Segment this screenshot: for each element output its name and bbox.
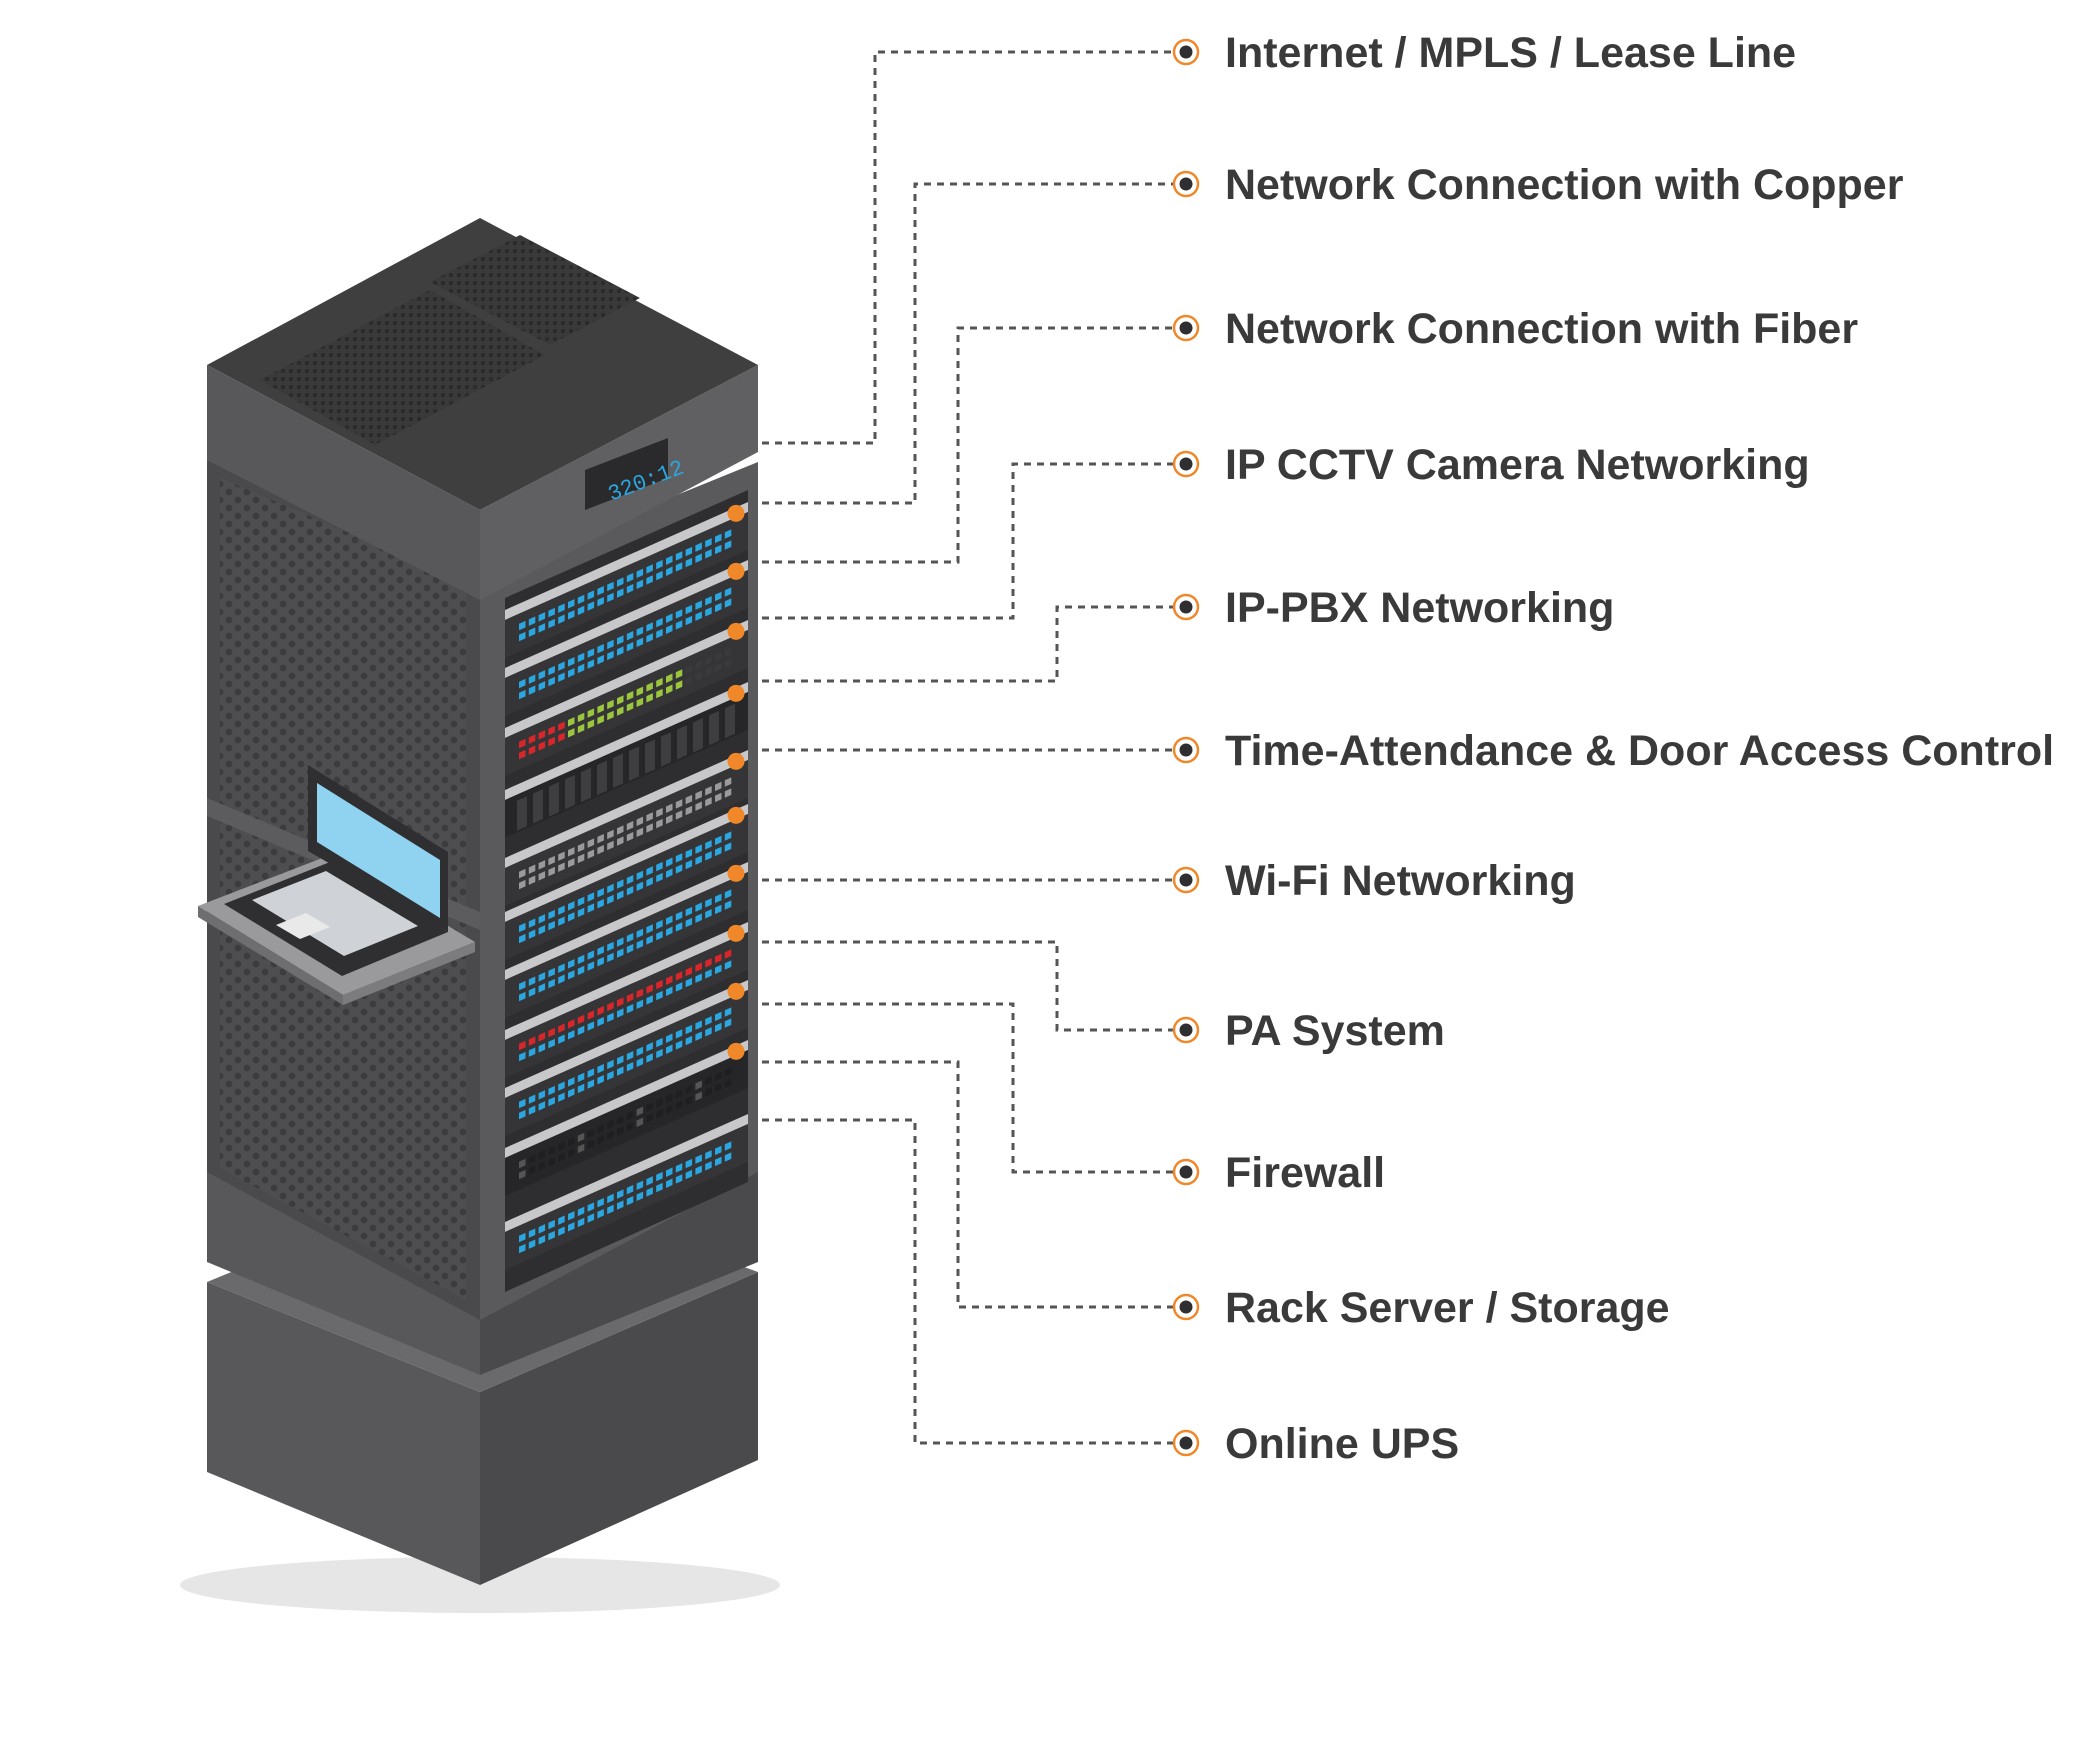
rack-top-cap <box>207 218 758 600</box>
callout-dot <box>1179 1023 1193 1037</box>
rack-display-panel <box>585 438 668 510</box>
indicator-light <box>727 752 745 770</box>
rack-unit <box>505 560 748 716</box>
callout: Time-Attendance & Door Access Control <box>1172 727 2054 775</box>
rack-equipment <box>505 502 748 1270</box>
callout-dot <box>1179 1165 1193 1179</box>
callout-ring <box>1172 450 1200 478</box>
callout-label: IP CCTV Camera Networking <box>1225 441 1810 489</box>
callout-label: PA System <box>1225 1007 1445 1055</box>
leader-line <box>762 326 1174 564</box>
callout-label: Rack Server / Storage <box>1225 1284 1670 1332</box>
callout-dot <box>1179 45 1193 59</box>
callout-label: Network Connection with Fiber <box>1225 305 1858 353</box>
callout-dot <box>1179 873 1193 887</box>
callout: Online UPS <box>1172 1420 1459 1468</box>
leader-line <box>762 605 1174 683</box>
callout-dot <box>1179 177 1193 191</box>
callout-label: Wi-Fi Networking <box>1225 857 1576 905</box>
indicator-light <box>727 982 745 1000</box>
rack-plinth <box>207 1170 758 1375</box>
rack-unit <box>505 1114 748 1270</box>
laptop <box>224 765 448 976</box>
rack-unit <box>505 620 748 776</box>
callout-ring <box>1172 314 1200 342</box>
callout: Rack Server / Storage <box>1172 1284 1670 1332</box>
indicator-light <box>727 562 745 580</box>
leader-line <box>762 182 1174 505</box>
callout: Firewall <box>1172 1149 1385 1197</box>
callout-ring <box>1172 736 1200 764</box>
rack-unit <box>505 862 748 1018</box>
callout-ring <box>1172 593 1200 621</box>
rack-unit <box>505 750 748 906</box>
leader-line <box>762 940 1174 1032</box>
rack-unit <box>505 502 748 658</box>
callout-ring <box>1172 866 1200 894</box>
indicator-light <box>727 684 745 702</box>
callout: IP CCTV Camera Networking <box>1172 441 1810 489</box>
indicator-light <box>727 864 745 882</box>
indicator-light <box>727 504 745 522</box>
indicator-light <box>727 622 745 640</box>
callout-label: IP-PBX Networking <box>1225 584 1614 632</box>
callout-dot <box>1179 743 1193 757</box>
callout: Network Connection with Fiber <box>1172 305 1858 353</box>
callout-label: Internet / MPLS / Lease Line <box>1225 29 1796 77</box>
callout-dot <box>1179 321 1193 335</box>
callout-dot <box>1179 600 1193 614</box>
rack-unit <box>505 922 748 1078</box>
callout-label: Online UPS <box>1225 1420 1459 1468</box>
leader-line <box>762 1118 1174 1445</box>
callout-ring <box>1172 38 1200 66</box>
leader-line <box>762 462 1174 620</box>
callout: Wi-Fi Networking <box>1172 857 1576 905</box>
leader-line <box>762 50 1174 445</box>
indicator-light <box>727 924 745 942</box>
callout: PA System <box>1172 1007 1445 1055</box>
callout-label: Firewall <box>1225 1149 1385 1197</box>
indicator-light <box>727 806 745 824</box>
callout: Internet / MPLS / Lease Line <box>1172 29 1796 77</box>
callout-ring <box>1172 1429 1200 1457</box>
callout-ring <box>1172 170 1200 198</box>
indicator-light <box>727 1042 745 1060</box>
callout-label: Network Connection with Copper <box>1225 161 1904 209</box>
rack-unit <box>505 980 748 1136</box>
callout-label: Time-Attendance & Door Access Control <box>1225 727 2054 775</box>
rack-unit <box>505 804 748 960</box>
callout-leaders <box>762 50 1174 1445</box>
rack-unit <box>505 1040 748 1196</box>
callout-dot <box>1179 1300 1193 1314</box>
callout-ring <box>1172 1293 1200 1321</box>
leader-line <box>762 1060 1174 1309</box>
laptop-screen <box>317 783 440 918</box>
callout-ring <box>1172 1016 1200 1044</box>
callout-dot <box>1179 1436 1193 1450</box>
callout-ring <box>1172 1158 1200 1186</box>
rack-unit <box>505 682 748 838</box>
callout-dot <box>1179 457 1193 471</box>
leader-line <box>762 1002 1174 1174</box>
callout: Network Connection with Copper <box>1172 161 1904 209</box>
callout: IP-PBX Networking <box>1172 584 1614 632</box>
